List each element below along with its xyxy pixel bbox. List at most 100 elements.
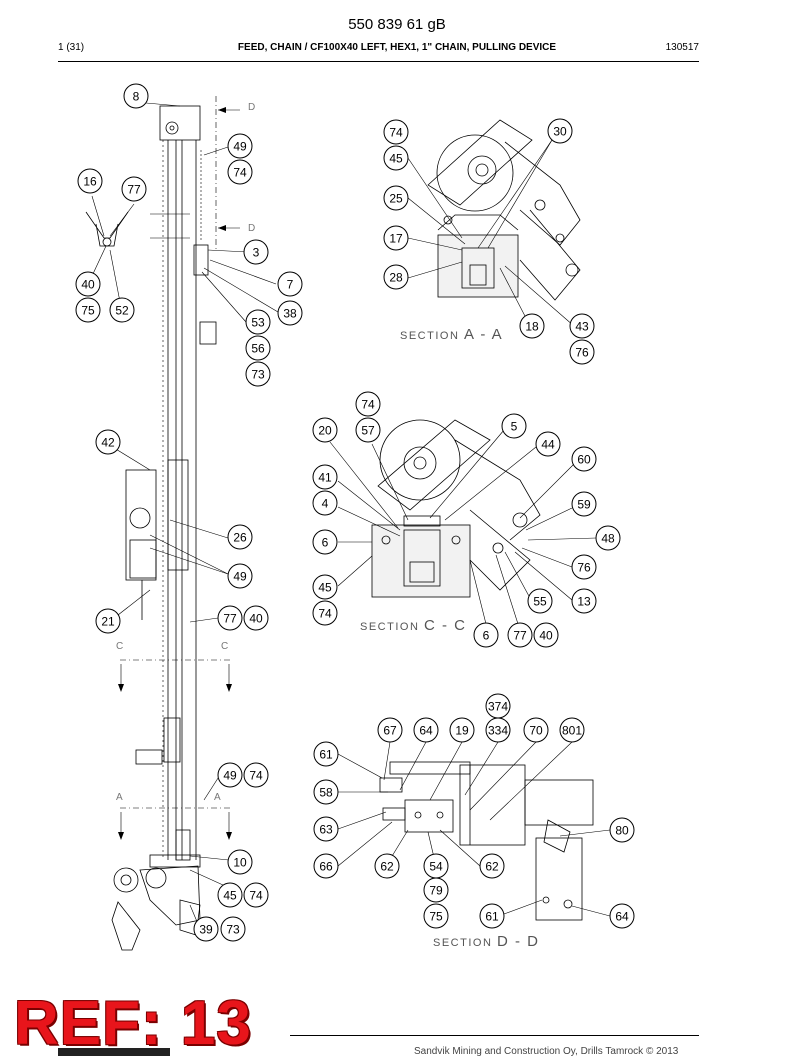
callout-section-d-63: 63 <box>313 816 339 842</box>
callout-number: 64 <box>419 724 433 738</box>
callout-circle <box>95 608 121 634</box>
callout-number: 49 <box>233 570 247 584</box>
callout-main-49: 49 <box>227 133 253 159</box>
callout-circle <box>243 605 269 631</box>
callout-section-d-374: 374 <box>485 693 511 719</box>
callout-circle <box>559 717 585 743</box>
callout-main-16: 16 <box>77 168 103 194</box>
callout-section-a-45: 45 <box>383 145 409 171</box>
callout-section-d-19: 19 <box>449 717 475 743</box>
callout-number: 62 <box>485 860 499 874</box>
callout-number: 54 <box>429 860 443 874</box>
callout-section-c-59: 59 <box>571 491 597 517</box>
callout-number: 70 <box>529 724 543 738</box>
callout-circle <box>523 717 549 743</box>
callout-number: 43 <box>575 320 589 334</box>
callout-section-d-62: 62 <box>374 853 400 879</box>
callout-circle <box>479 903 505 929</box>
callout-section-c-74: 74 <box>312 600 338 626</box>
callout-section-d-61: 61 <box>479 903 505 929</box>
footer-copyright: Sandvik Mining and Construction Oy, Dril… <box>414 1046 679 1057</box>
callout-number: 16 <box>83 175 97 189</box>
callout-circle <box>313 853 339 879</box>
callout-circle <box>595 525 621 551</box>
callout-number: 61 <box>319 748 333 762</box>
callout-main-8: 8 <box>123 83 149 109</box>
callout-circle <box>277 300 303 326</box>
callout-section-d-79: 79 <box>423 877 449 903</box>
callout-main-73: 73 <box>245 361 271 387</box>
callout-circle <box>245 361 271 387</box>
callout-section-c-4: 4 <box>312 490 338 516</box>
callout-section-d-67: 67 <box>377 717 403 743</box>
callout-number: 17 <box>389 232 403 246</box>
callout-section-c-6: 6 <box>473 622 499 648</box>
callout-number: 4 <box>322 497 329 511</box>
callout-circle <box>383 225 409 251</box>
callout-circle <box>277 271 303 297</box>
callout-circle <box>243 762 269 788</box>
footer-rule <box>290 1035 699 1036</box>
callout-circle <box>227 563 253 589</box>
callout-number: 73 <box>251 368 265 382</box>
callout-number: 10 <box>233 856 247 870</box>
callout-section-d-334: 334 <box>485 717 511 743</box>
callout-circle <box>227 133 253 159</box>
callout-circle <box>374 853 400 879</box>
callout-number: 74 <box>361 398 375 412</box>
callout-circle <box>123 83 149 109</box>
callout-number: 64 <box>615 910 629 924</box>
callout-circle <box>571 588 597 614</box>
callout-section-c-60: 60 <box>571 446 597 472</box>
callout-number: 40 <box>539 629 553 643</box>
callout-section-d-75: 75 <box>423 903 449 929</box>
callout-section-a-30: 30 <box>547 118 573 144</box>
callout-main-40: 40 <box>75 271 101 297</box>
section-a-drawing <box>427 119 581 301</box>
callout-number: 67 <box>383 724 397 738</box>
callout-section-a-74: 74 <box>383 119 409 145</box>
callout-circle <box>571 491 597 517</box>
callout-circle <box>569 313 595 339</box>
callout-section-d-58: 58 <box>313 779 339 805</box>
callout-number: 49 <box>223 769 237 783</box>
callout-circle <box>227 849 253 875</box>
callout-number: 19 <box>455 724 469 738</box>
callout-number: 52 <box>115 304 129 318</box>
callout-circle <box>95 429 121 455</box>
callout-section-d-62: 62 <box>479 853 505 879</box>
callout-circle <box>75 271 101 297</box>
callout-number: 53 <box>251 316 265 330</box>
document-subtitle: FEED, CHAIN / CF100X40 LEFT, HEX1, 1" CH… <box>237 42 557 53</box>
callout-section-d-801: 801 <box>559 717 585 743</box>
section-c-drawing <box>371 419 541 598</box>
document-code: 130517 <box>665 42 699 53</box>
callout-circle <box>245 335 271 361</box>
view-mark-d-top: D <box>248 102 255 113</box>
callout-section-d-66: 66 <box>313 853 339 879</box>
callout-circle <box>313 816 339 842</box>
callout-section-d-61: 61 <box>313 741 339 767</box>
callout-number: 38 <box>283 307 297 321</box>
callout-circle <box>377 717 403 743</box>
callout-number: 74 <box>318 607 332 621</box>
callout-circle <box>312 490 338 516</box>
callout-main-49: 49 <box>217 762 243 788</box>
callout-section-c-6: 6 <box>312 529 338 555</box>
callout-section-c-55: 55 <box>527 588 553 614</box>
callout-circle <box>571 554 597 580</box>
callout-number: 40 <box>249 612 263 626</box>
callout-circle <box>313 741 339 767</box>
callout-circle <box>383 145 409 171</box>
callout-circle <box>609 903 635 929</box>
callout-section-c-13: 13 <box>571 588 597 614</box>
section-c-leader-lines <box>329 429 597 625</box>
callout-number: 5 <box>511 420 518 434</box>
callout-section-a-76: 76 <box>569 339 595 365</box>
callout-circle <box>75 297 101 323</box>
view-mark-d-bottom: D <box>248 223 255 234</box>
callout-circle <box>227 159 253 185</box>
callout-section-c-76: 76 <box>571 554 597 580</box>
callout-number: 26 <box>233 531 247 545</box>
